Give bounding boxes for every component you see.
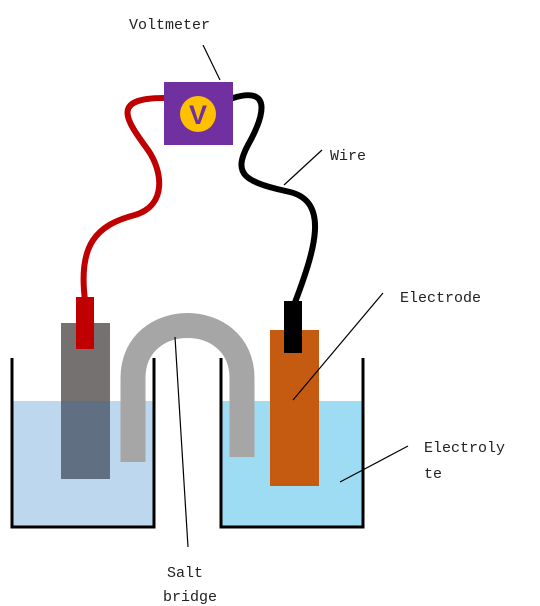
right-beaker: [219, 358, 365, 529]
red-wire: [80, 95, 167, 303]
voltmeter-leader: [202, 44, 221, 81]
red-wire-clip: [76, 297, 94, 349]
electrode-leader: [292, 292, 384, 401]
voltmeter-dial: [180, 96, 216, 132]
electrolyte-leader: [339, 445, 409, 483]
voltmeter-symbol: V: [189, 100, 207, 130]
salt-bridge-leader: [174, 336, 189, 548]
electrode-label: Electrode: [400, 290, 481, 307]
left-electrode-submerged-tint: [61, 401, 110, 479]
voltmeter-label: Voltmeter: [129, 17, 210, 34]
wire-leader: [283, 149, 323, 186]
salt-bridge-label-line2: bridge: [163, 589, 217, 606]
salt-bridge-label-line1: Salt: [167, 565, 203, 582]
wire-label: Wire: [330, 148, 366, 165]
black-wire-clip: [284, 301, 302, 353]
left-beaker: [10, 358, 156, 529]
salt-bridge: [120, 313, 255, 462]
black-wire: [230, 92, 319, 308]
electrolyte-label-line2: te: [424, 466, 442, 483]
right-electrode: [270, 330, 319, 486]
electrolyte-label-line1: Electroly: [424, 440, 505, 457]
